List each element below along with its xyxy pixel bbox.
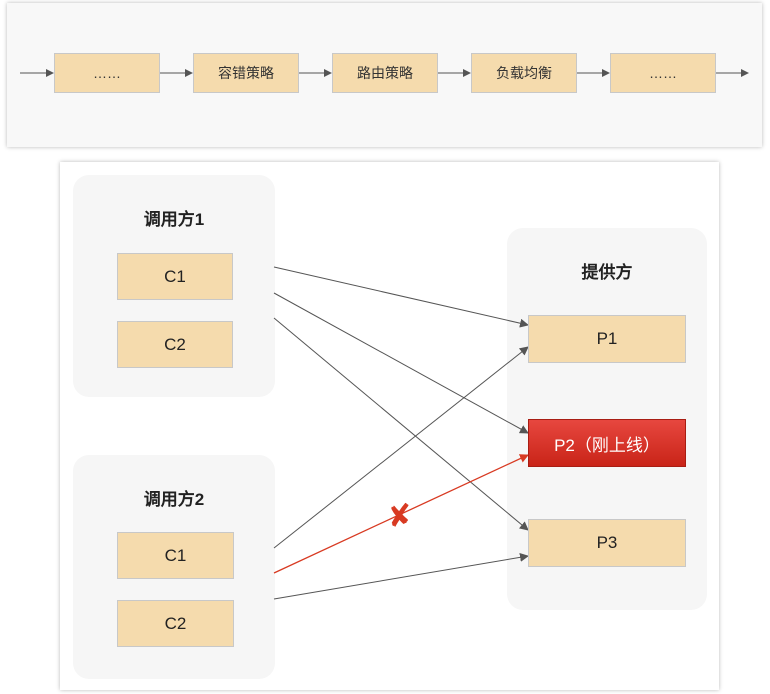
caller1-node-c1: C1 — [117, 253, 233, 300]
provider-group-title: 提供方 — [581, 263, 633, 282]
pipeline-step-routing: 路由策略 — [332, 53, 438, 93]
caller-group-1-title: 调用方1 — [143, 210, 205, 229]
caller-group-2-title: 调用方2 — [143, 490, 205, 509]
connection-c2b-to-p3 — [273, 552, 529, 600]
pipeline-step-ellipsis-start: …… — [54, 53, 160, 93]
pipeline-panel: …… 容错策略 路由策略 负载均衡 …… — [7, 3, 762, 147]
provider-node-p1: P1 — [528, 315, 686, 363]
pipeline-step-ellipsis-end: …… — [610, 53, 716, 93]
pipeline-step-load-balance: 负载均衡 — [471, 53, 577, 93]
pipeline-arrows — [20, 69, 749, 77]
provider-node-p2-new: P2（刚上线） — [528, 419, 686, 467]
connection-c1a-to-p1 — [273, 266, 529, 328]
connection-c1a-to-p3 — [273, 317, 529, 531]
caller2-node-c1: C1 — [117, 532, 234, 579]
connection-c2a-to-p2-blocked — [273, 454, 529, 574]
caller1-node-c2: C2 — [117, 321, 233, 368]
connection-c2a-to-p1 — [273, 346, 529, 549]
caller2-node-c2: C2 — [117, 600, 234, 647]
connection-c1a-to-p2 — [273, 292, 529, 434]
provider-node-p3: P3 — [528, 519, 686, 567]
blocked-cross-icon: ✘ — [385, 497, 415, 536]
pipeline-step-fault-tolerance: 容错策略 — [193, 53, 299, 93]
